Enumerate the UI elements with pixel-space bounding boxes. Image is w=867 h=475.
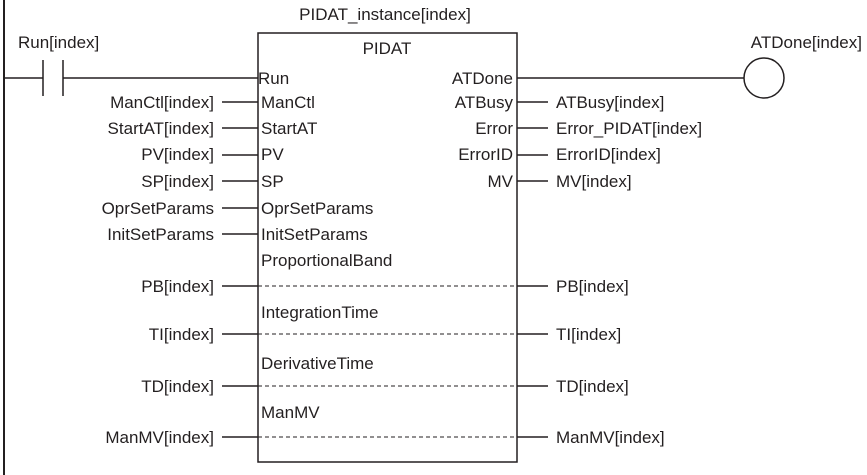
inout-pin-manmv: ManMV ManMV[index] ManMV[index]	[105, 403, 664, 447]
inout-out-var-label: ManMV[index]	[556, 428, 665, 447]
block-name: PIDAT	[363, 39, 412, 58]
pin-label: Error	[475, 119, 513, 138]
input-var-label: PV[index]	[141, 145, 214, 164]
contact-label: Run[index]	[18, 33, 99, 52]
input-pin-startat: StartAT[index] StartAT	[108, 119, 318, 138]
input-pin-manctl: ManCtl[index] ManCtl	[110, 93, 315, 112]
inout-in-var-label: TI[index]	[149, 325, 214, 344]
input-var-label: StartAT[index]	[108, 119, 214, 138]
output-var-label: ErrorID[index]	[556, 145, 661, 164]
inout-out-var-label: TI[index]	[556, 325, 621, 344]
inout-pin-proportionalband: ProportionalBand PB[index] PB[index]	[141, 251, 629, 296]
input-pin-pv: PV[index] PV	[141, 145, 284, 164]
input-pin-initsetparams: InitSetParams InitSetParams	[107, 225, 368, 244]
pin-label: DerivativeTime	[261, 354, 374, 373]
output-var-label: MV[index]	[556, 172, 632, 191]
pin-label: SP	[261, 172, 284, 191]
input-var-label: OprSetParams	[102, 199, 214, 218]
pin-label: ProportionalBand	[261, 251, 392, 270]
output-var-label: ATBusy[index]	[556, 93, 664, 112]
input-var-label: ManCtl[index]	[110, 93, 214, 112]
coil	[743, 57, 785, 99]
pin-label: ManMV	[261, 403, 320, 422]
output-pin-atbusy: ATBusy ATBusy[index]	[455, 93, 665, 112]
output-pin-error: Error Error_PIDAT[index]	[475, 119, 702, 138]
pin-label: StartAT	[261, 119, 317, 138]
output-pin-errorid: ErrorID ErrorID[index]	[458, 145, 661, 164]
inout-out-var-label: TD[index]	[556, 377, 629, 396]
inout-in-var-label: ManMV[index]	[105, 428, 214, 447]
inout-pin-integrationtime: IntegrationTime TI[index] TI[index]	[149, 303, 621, 344]
input-pin-sp: SP[index] SP	[141, 172, 283, 191]
input-var-label: SP[index]	[141, 172, 214, 191]
pin-label: OprSetParams	[261, 199, 373, 218]
pin-label: MV	[488, 172, 514, 191]
pidat-block	[257, 32, 518, 463]
pin-label: Run	[258, 69, 289, 88]
coil-label: ATDone[index]	[751, 33, 862, 52]
pin-label: ManCtl	[261, 93, 315, 112]
instance-label: PIDAT_instance[index]	[299, 5, 471, 24]
inout-in-var-label: TD[index]	[141, 377, 214, 396]
output-pin-mv: MV MV[index]	[488, 172, 632, 191]
inout-in-var-label: PB[index]	[141, 277, 214, 296]
inout-pin-derivativetime: DerivativeTime TD[index] TD[index]	[141, 354, 629, 396]
output-pin-atdone: ATDone	[452, 69, 744, 88]
pin-label: InitSetParams	[261, 225, 368, 244]
pin-label: IntegrationTime	[261, 303, 378, 322]
inout-out-var-label: PB[index]	[556, 277, 629, 296]
input-var-label: InitSetParams	[107, 225, 214, 244]
pin-label: ErrorID	[458, 145, 513, 164]
pin-label: PV	[261, 145, 284, 164]
output-var-label: Error_PIDAT[index]	[556, 119, 702, 138]
input-pin-oprsetparams: OprSetParams OprSetParams	[102, 199, 374, 218]
pin-label: ATDone	[452, 69, 513, 88]
input-pin-run: Run	[258, 69, 289, 88]
pin-label: ATBusy	[455, 93, 514, 112]
